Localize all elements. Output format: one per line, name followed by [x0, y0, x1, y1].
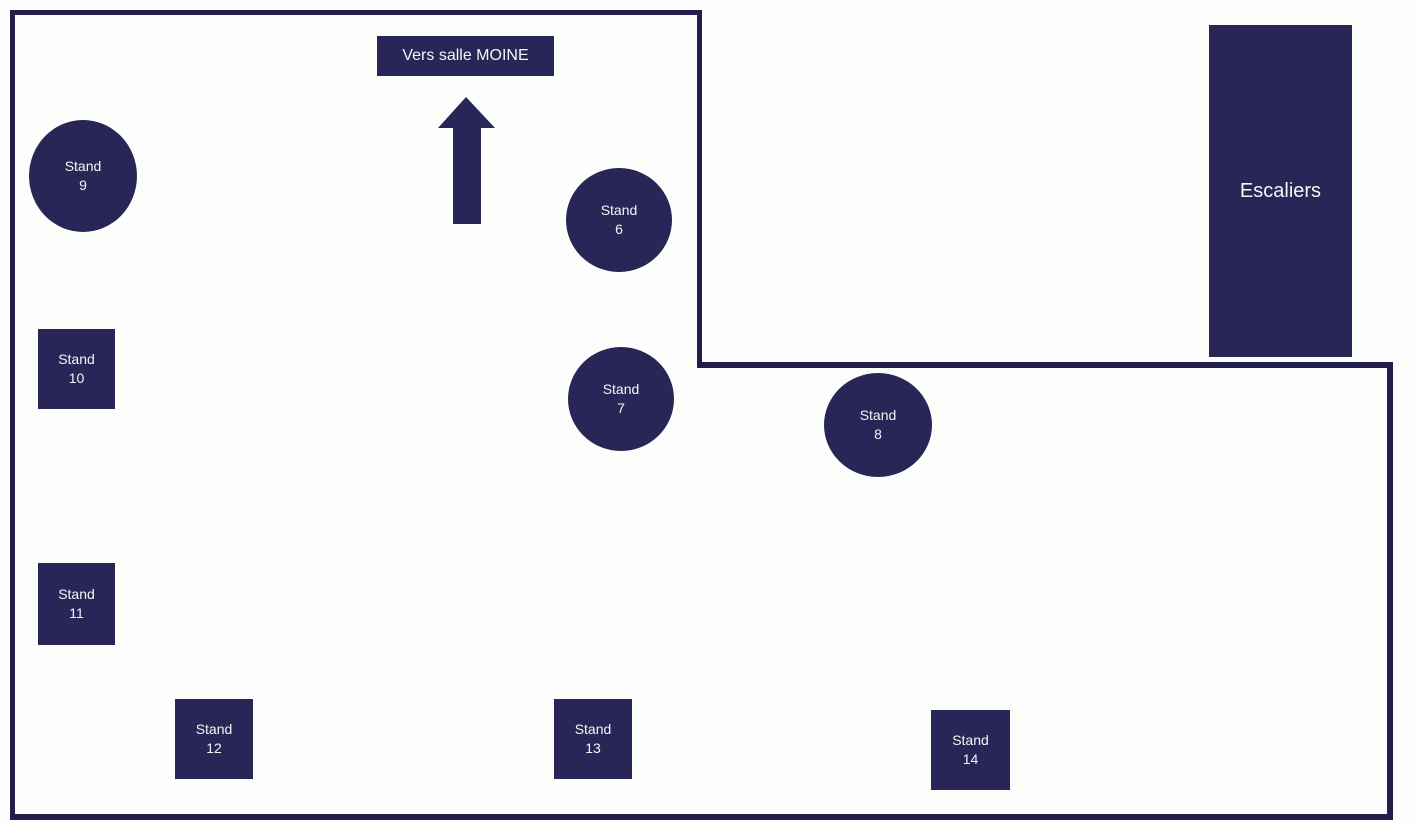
stand-number-label: 14: [962, 751, 979, 767]
wall-right: [1387, 362, 1393, 820]
stand-number-label: 6: [615, 221, 623, 237]
stand-number-label: 7: [617, 400, 625, 416]
stand-number-label: 13: [585, 740, 601, 756]
stand-number-label: 8: [874, 426, 882, 442]
wall-top: [10, 10, 702, 15]
stand-number-label: 12: [206, 740, 222, 756]
stand-name-label: Stand: [952, 732, 989, 749]
stand-marker-7: Stand 7: [568, 347, 674, 451]
stand-name-label: Stand: [58, 351, 95, 368]
stand-marker-10: Stand 10: [38, 329, 115, 409]
direction-sign-label: Vers salle MOINE: [402, 47, 529, 64]
stand-marker-14: Stand 14: [931, 710, 1010, 790]
stand-name-label: Stand: [64, 158, 102, 175]
stand-marker-11: Stand 11: [38, 563, 115, 645]
stand-marker-8: Stand 8: [824, 373, 932, 477]
stairs-block: Escaliers: [1209, 25, 1352, 357]
direction-sign: Vers salle MOINE: [377, 36, 554, 76]
wall-bottom: [10, 814, 1393, 820]
stand-marker-13: Stand 13: [554, 699, 632, 779]
stand-number-label: 11: [69, 605, 84, 621]
stand-name-label: Stand: [600, 202, 638, 219]
wall-inner-vertical: [697, 10, 702, 368]
stand-name-label: Stand: [574, 721, 612, 738]
stand-name-label: Stand: [602, 381, 640, 398]
stand-marker-6: Stand 6: [566, 168, 672, 272]
stand-number-label: 10: [68, 370, 85, 386]
stand-name-label: Stand: [859, 407, 897, 424]
stand-number-label: 9: [79, 177, 87, 193]
stand-marker-9: Stand 9: [29, 120, 137, 232]
wall-left: [10, 10, 15, 820]
stand-marker-12: Stand 12: [175, 699, 253, 779]
wall-inner-horizontal: [697, 362, 1393, 368]
up-arrow-icon: [437, 97, 496, 224]
stand-name-label: Stand: [195, 721, 233, 738]
stand-name-label: Stand: [58, 586, 95, 603]
stairs-label: Escaliers: [1239, 179, 1322, 202]
